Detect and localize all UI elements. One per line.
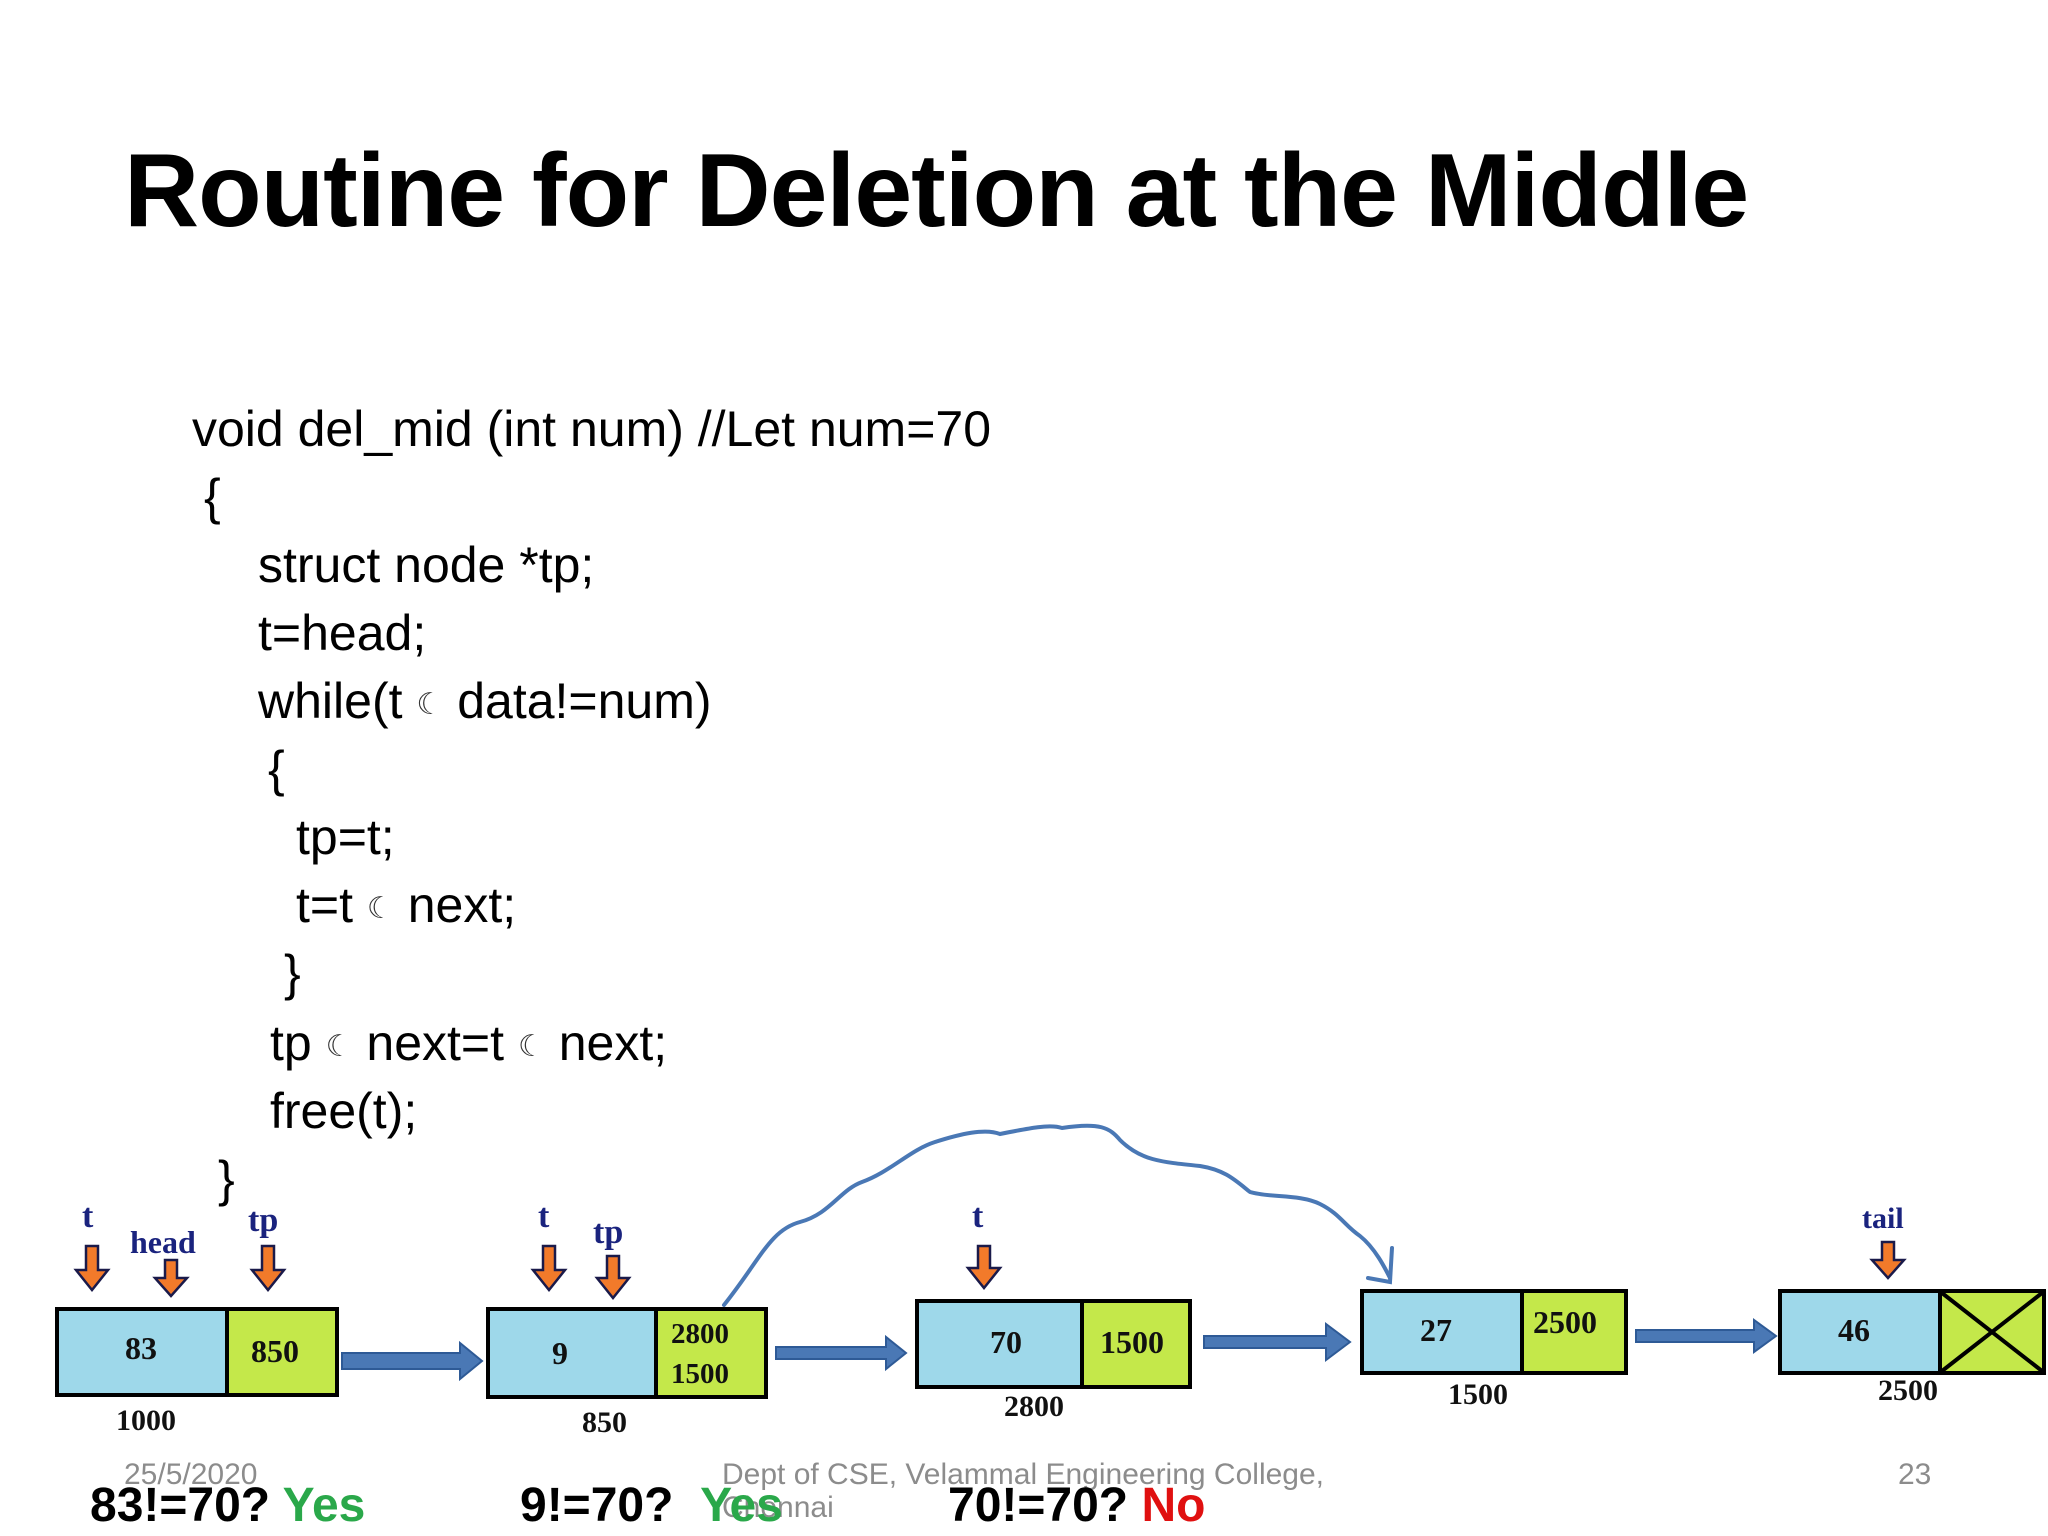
check-expression: 83!=70? (90, 1479, 271, 1532)
node-9 (486, 1307, 768, 1399)
link-arrow-3 (1203, 1322, 1352, 1362)
node-value: 9 (552, 1335, 568, 1371)
pointer-label-tp: tp (248, 1202, 279, 1239)
node-next-value: 850 (251, 1333, 299, 1369)
bypass-curve-arrowhead-icon (1366, 1246, 1394, 1285)
node-27-data-cell (1360, 1289, 1524, 1375)
link-arrow-4 (1635, 1318, 1778, 1354)
check-node-70: 70!=70? No (948, 1482, 1205, 1530)
node-70-next-cell (1080, 1299, 1192, 1389)
node-9-next-cell (654, 1307, 768, 1399)
node-27-next-cell (1520, 1289, 1628, 1375)
pointer-label-t: t (972, 1198, 984, 1235)
node-46-data-cell (1778, 1289, 1942, 1375)
code-line-8: t=t ☾ next; (296, 880, 516, 930)
code-while-part2: data!=num) (457, 673, 712, 729)
node-address: 850 (582, 1406, 627, 1439)
pointer-arrow-t3-icon (965, 1244, 1003, 1291)
slide-title: Routine for Deletion at the Middle (124, 133, 1749, 249)
node-next-value: 2500 (1533, 1304, 1597, 1340)
node-next-new-value: 1500 (671, 1358, 729, 1390)
pointer-arrow-tail-icon (1869, 1240, 1907, 1280)
code-line-11: free(t); (270, 1083, 418, 1139)
node-46 (1778, 1289, 2046, 1375)
code-line-1: void del_mid (int num) //Let num=70 (192, 401, 992, 457)
code-line-12: } (218, 1151, 235, 1207)
null-cross-icon (1940, 1291, 2044, 1373)
node-value: 46 (1838, 1312, 1870, 1348)
arrow-operator-icon: ☾ (366, 891, 394, 925)
footer-page-number: 23 (1898, 1458, 1932, 1491)
check-expression: 70!=70? (948, 1479, 1129, 1532)
node-83-next-cell (225, 1307, 339, 1397)
pointer-arrows (73, 1240, 1907, 1301)
node-83 (55, 1307, 339, 1397)
node-next-value: 1500 (1100, 1324, 1164, 1360)
node-address: 1500 (1448, 1378, 1508, 1411)
node-address: 1000 (116, 1404, 176, 1437)
node-70 (915, 1299, 1192, 1389)
code-line-7: tp=t; (296, 809, 395, 865)
pointer-arrow-t2-icon (530, 1244, 568, 1293)
code-tpnext-part1: tp (270, 1015, 312, 1071)
pointer-arrow-tp2-icon (594, 1254, 632, 1301)
footer-institution: Dept of CSE, Velammal Engineering Colleg… (722, 1458, 1324, 1524)
link-arrows (341, 1318, 1778, 1382)
code-line-10: tp ☾ next=t ☾ next; (270, 1018, 667, 1068)
code-tnext-part1: t=t (296, 877, 353, 933)
node-27 (1360, 1289, 1628, 1375)
arrow-operator-icon: ☾ (325, 1029, 353, 1063)
pointer-arrow-head-icon (152, 1258, 190, 1298)
node-next-old-value: 2800 (671, 1318, 729, 1350)
footer-institution-line2: Chennai (722, 1491, 834, 1524)
check-node-9: 9!=70? Yes (520, 1482, 783, 1530)
node-9-data-cell (486, 1307, 658, 1399)
pointer-label-t: t (82, 1198, 94, 1235)
arrow-operator-icon: ☾ (517, 1029, 545, 1063)
code-line-5: while(t ☾ data!=num) (258, 676, 712, 726)
code-line-3: struct node *tp; (258, 537, 595, 593)
footer-date: 25/5/2020 (124, 1458, 258, 1491)
link-arrow-2 (775, 1334, 908, 1372)
code-tpnext-part2: next=t (366, 1015, 505, 1071)
link-arrow-1 (341, 1340, 484, 1382)
pointer-label-t: t (538, 1198, 550, 1235)
check-result-no: No (1141, 1479, 1206, 1532)
node-value: 27 (1420, 1312, 1452, 1348)
code-tnext-part2: next; (407, 877, 517, 933)
pointer-label-head: head (130, 1224, 196, 1260)
pointer-arrow-t1-icon (73, 1244, 111, 1293)
code-tpnext-part3: next; (558, 1015, 668, 1071)
node-70-data-cell (915, 1299, 1084, 1389)
pointer-label-tp: tp (593, 1214, 624, 1251)
node-value: 70 (990, 1324, 1022, 1360)
node-value: 83 (125, 1330, 157, 1366)
pointer-label-tail: tail (1862, 1202, 1904, 1235)
code-line-4: t=head; (258, 605, 427, 661)
node-address: 2800 (1004, 1390, 1064, 1423)
node-address: 2500 (1878, 1374, 1938, 1407)
code-line-6: { (268, 741, 285, 797)
check-node-83: 83!=70? Yes (90, 1482, 365, 1530)
code-line-9: } (284, 945, 301, 1001)
pointer-arrow-tp1-icon (249, 1244, 287, 1293)
check-expression: 9!=70? (520, 1479, 674, 1532)
check-result-yes: Yes (700, 1479, 783, 1532)
code-while-part1: while(t (258, 673, 403, 729)
bypass-curve (722, 1123, 1392, 1307)
arrow-operator-icon: ☾ (416, 687, 444, 721)
code-line-2: { (204, 469, 221, 525)
footer-institution-line1: Dept of CSE, Velammal Engineering Colleg… (722, 1458, 1324, 1491)
node-83-data-cell (55, 1307, 229, 1397)
check-result-yes: Yes (282, 1479, 366, 1532)
